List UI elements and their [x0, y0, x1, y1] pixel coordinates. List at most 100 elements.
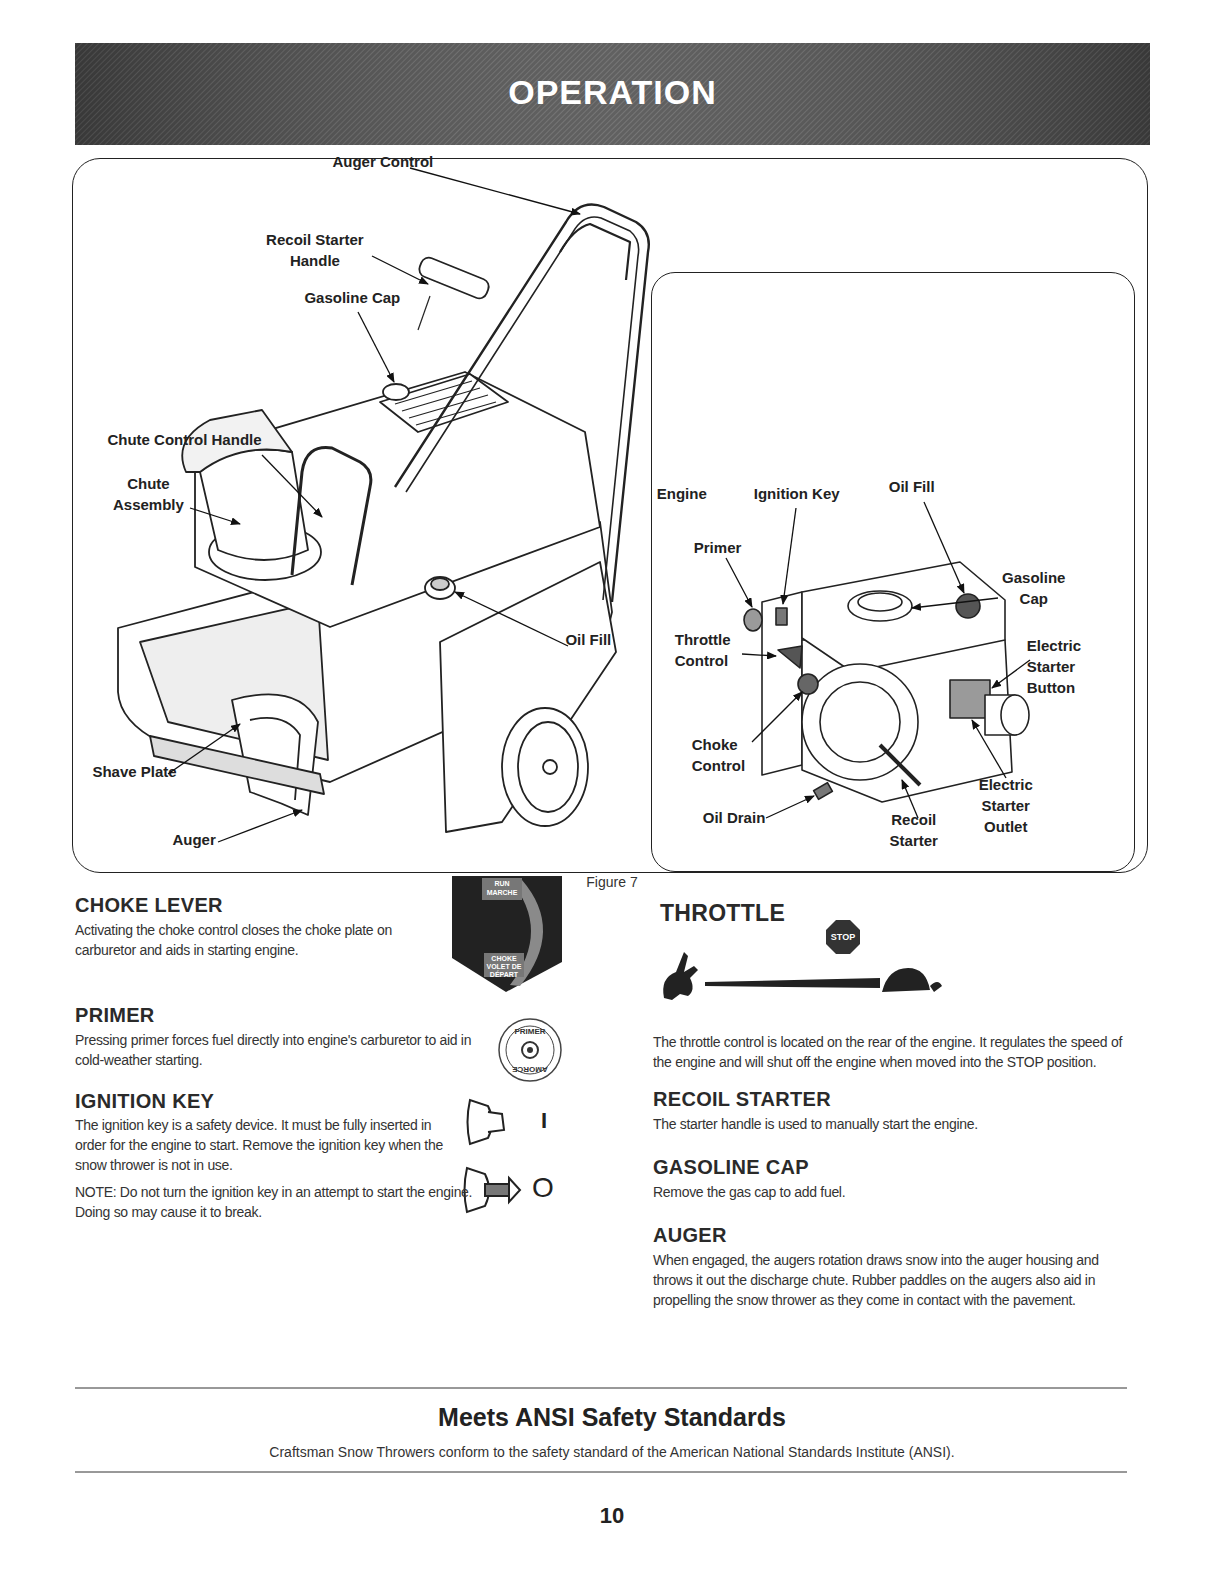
part-label: Shave Plate — [92, 761, 192, 782]
leader-line — [218, 810, 302, 842]
leader-line — [168, 724, 240, 774]
snow-thrower-drawing — [118, 205, 649, 832]
leader-line — [410, 168, 580, 214]
body-text: Pressing primer forces fuel directly int… — [75, 1030, 487, 1070]
decal-text: PRIMER — [508, 1027, 552, 1036]
rabbit-symbol — [663, 952, 698, 1000]
run-plate — [482, 878, 522, 900]
section-heading: CHOKE LEVER — [75, 894, 375, 917]
decal-text: VOLET DE DÉPART — [484, 963, 524, 979]
part-label: Primer — [694, 537, 764, 558]
body-text: Remove the gas cap to add fuel. — [653, 1182, 1131, 1202]
primer-dot — [527, 1047, 533, 1053]
rule — [75, 1388, 1127, 1389]
throttle-symbols — [663, 920, 942, 1000]
figure-caption: Figure 7 — [572, 874, 652, 890]
body-text: NOTE: Do not turn the ignition key in an… — [75, 1182, 485, 1222]
decal-text: CHOKE — [484, 955, 524, 963]
leader-line — [372, 256, 428, 284]
switch-symbol: O — [532, 1172, 562, 1204]
part-label: Oil Fill — [889, 476, 959, 497]
switch-symbol: I — [541, 1108, 561, 1134]
body-text: The starter handle is used to manually s… — [653, 1114, 1131, 1134]
choke-decal — [452, 876, 562, 992]
body-text: The throttle control is located on the r… — [653, 1032, 1131, 1072]
wheel — [502, 708, 588, 826]
turtle-symbol — [882, 968, 942, 992]
primer-button — [522, 1042, 538, 1058]
section-heading: AUGER — [653, 1224, 953, 1247]
chute-control-handle — [292, 448, 371, 586]
oil-fill-cap — [425, 577, 455, 599]
key-symbol — [509, 1178, 520, 1202]
key-symbol — [465, 1168, 490, 1212]
section-heading: GASOLINE CAP — [653, 1156, 953, 1179]
part-label: Electric Starter Button — [1027, 635, 1091, 698]
handle-bar-inner — [406, 217, 639, 600]
part-label: Throttle Control — [675, 629, 750, 671]
body-text: When engaged, the augers rotation draws … — [653, 1250, 1131, 1310]
leader-line — [358, 312, 394, 382]
key-symbol — [468, 1100, 493, 1144]
section-heading: RECOIL STARTER — [653, 1088, 953, 1111]
chute-tube — [200, 450, 308, 561]
part-label: Oil Fill — [565, 629, 645, 650]
part-label: Recoil Starter Handle — [257, 229, 372, 271]
key-symbol — [488, 1112, 504, 1132]
part-label: Ignition Key — [754, 483, 854, 504]
part-label: Chute Assembly — [105, 473, 191, 515]
part-label: Recoil Starter — [879, 809, 949, 851]
recoil-cord — [418, 296, 430, 330]
engine-vent — [380, 374, 508, 432]
leader-line — [262, 455, 322, 517]
part-label: Gasoline Cap — [994, 567, 1074, 609]
figure-frame: Auger ControlRecoil Starter HandleGasoli… — [72, 158, 1148, 873]
decal-text: STOP — [826, 932, 860, 942]
stop-sign — [826, 920, 860, 954]
leader-line — [190, 508, 240, 524]
speed-wedge — [705, 978, 880, 988]
body-text: The ignition key is a safety device. It … — [75, 1115, 460, 1175]
footer-rules — [75, 1388, 1127, 1472]
section-heading: PRIMER — [75, 1004, 375, 1027]
primer-ring — [506, 1026, 554, 1074]
auger-paddle — [232, 694, 318, 815]
part-label: Auger — [172, 829, 232, 850]
handle-bar — [395, 205, 649, 602]
ignition-key-symbols — [465, 1100, 521, 1212]
choke-decal — [452, 876, 562, 992]
choke-plate — [484, 953, 524, 977]
body-text: Activating the choke control closes the … — [75, 920, 447, 960]
belt-cover — [440, 562, 616, 832]
wheel-hub — [543, 760, 557, 774]
footer-heading: Meets ANSI Safety Standards — [212, 1403, 1012, 1432]
auger-control-bail — [560, 224, 630, 280]
gas-cap — [383, 384, 409, 400]
vent-slots — [395, 381, 496, 425]
key-symbol — [485, 1184, 509, 1196]
rule — [75, 1472, 1127, 1473]
title-band-shade — [75, 43, 1150, 145]
part-label: Gasoline Cap — [304, 287, 414, 308]
decal-text: RUN — [482, 880, 522, 888]
section-heading: THROTTLE — [660, 900, 860, 927]
title-band — [75, 43, 1150, 145]
part-label: Choke Control — [692, 734, 762, 776]
footer-text: Craftsman Snow Throwers conform to the s… — [112, 1444, 1112, 1460]
wheel-rim — [518, 722, 578, 812]
body-shroud — [195, 372, 600, 627]
page-number: 10 — [562, 1503, 662, 1529]
primer-decal — [499, 1019, 561, 1081]
section-heading: IGNITION KEY — [75, 1090, 375, 1113]
leader-line — [455, 592, 568, 646]
primer-decal — [499, 1019, 561, 1081]
title-band — [75, 43, 1150, 145]
part-label: Auger Control — [332, 151, 462, 172]
part-label: Oil Drain — [703, 807, 783, 828]
engine-inset: Engine Ignition Key Oil FillPrimerGasoline… — [651, 272, 1135, 872]
decal-text: MARCHE — [482, 889, 522, 897]
part-label: Engine — [657, 483, 727, 504]
choke-sweep — [510, 880, 543, 986]
